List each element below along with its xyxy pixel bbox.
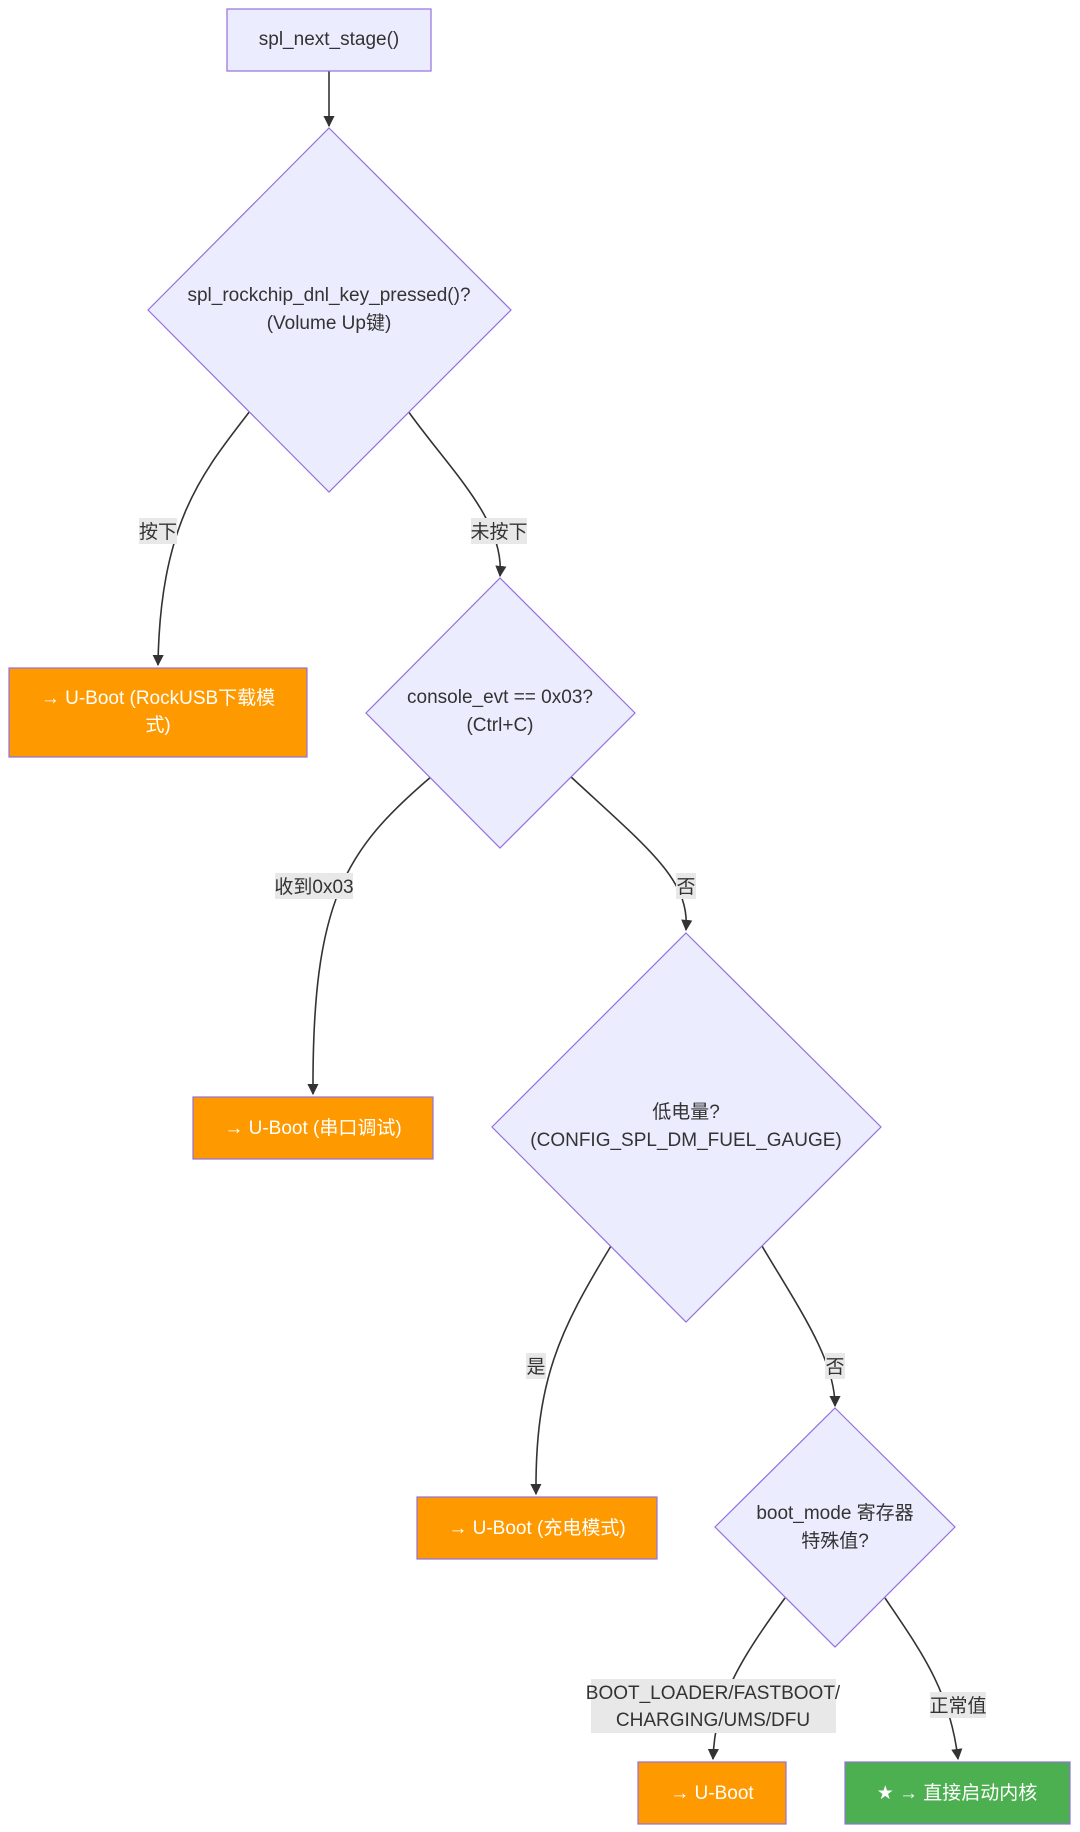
kernel-node-label: ★ → 直接启动内核 — [877, 1782, 1038, 1804]
console-check-label-line1: console_evt == 0x03? — [407, 687, 593, 708]
edge-label-special-value-line1: BOOT_LOADER/FASTBOOT/ — [586, 1683, 841, 1704]
edge-low-power-yes — [530, 1245, 612, 1496]
key-check-diamond — [147, 127, 512, 493]
start-node-label: spl_next_stage() — [259, 29, 399, 50]
low-power-check-diamond — [491, 932, 882, 1323]
edge-label-low-no-text: 否 — [825, 1357, 844, 1378]
charging-node-label: → U-Boot (充电模式) — [448, 1517, 625, 1539]
boot-mode-check-label-line1: boot_mode 寄存器 — [756, 1502, 913, 1524]
edge-label-not-pressed: 未按下 — [470, 518, 528, 544]
low-power-check-decision: 低电量? (CONFIG_SPL_DM_FUEL_GAUGE) — [491, 932, 882, 1323]
edge-label-not-pressed-bg — [471, 518, 527, 544]
edge-label-low-yes-bg — [526, 1353, 546, 1379]
uboot-node-label: → U-Boot — [670, 1783, 754, 1804]
serial-debug-node: → U-Boot (串口调试) — [192, 1096, 434, 1160]
boot-mode-check-label-line2: 特殊值? — [801, 1530, 869, 1552]
boot-mode-check-decision: boot_mode 寄存器 特殊值? — [714, 1407, 956, 1648]
edge-console-no — [569, 775, 693, 932]
edge-label-console-no-text: 否 — [676, 877, 695, 898]
edge-label-normal-value-bg — [930, 1692, 986, 1718]
low-power-check-label-line2: (CONFIG_SPL_DM_FUEL_GAUGE) — [530, 1130, 841, 1151]
edge-console-got-0x03 — [307, 775, 433, 1096]
low-power-check-label-line1: 低电量? — [652, 1101, 720, 1123]
edge-boot-mode-special — [707, 1597, 786, 1761]
uboot-node: → U-Boot — [637, 1761, 787, 1825]
edge-label-got-0x03-text: 收到0x03 — [274, 876, 353, 898]
start-node-box — [226, 8, 432, 72]
edge-key-not-pressed — [407, 410, 507, 578]
edge-label-low-no: 否 — [825, 1353, 845, 1379]
edge-label-pressed: 按下 — [139, 518, 177, 544]
start-node: spl_next_stage() — [226, 8, 432, 72]
edge-label-special-value: BOOT_LOADER/FASTBOOT/ CHARGING/UMS/DFU — [586, 1679, 841, 1733]
rockusb-node-box — [8, 667, 308, 758]
edge-label-got-0x03-bg — [275, 873, 353, 899]
console-check-decision: console_evt == 0x03? (Ctrl+C) — [365, 577, 636, 849]
edge-label-low-no-bg — [825, 1353, 845, 1379]
serial-debug-node-box — [192, 1096, 434, 1160]
rockusb-node: → U-Boot (RockUSB下载模 式) — [8, 667, 308, 758]
edge-label-normal-value-text: 正常值 — [929, 1695, 986, 1717]
edge-key-pressed — [152, 410, 251, 667]
edge-label-not-pressed-text: 未按下 — [470, 521, 527, 543]
console-check-diamond — [365, 577, 636, 849]
key-check-label-line2: (Volume Up键) — [267, 312, 392, 334]
rockusb-node-label-line1: → U-Boot (RockUSB下载模 — [41, 687, 275, 709]
edge-label-special-value-bg — [591, 1679, 836, 1733]
kernel-node: ★ → 直接启动内核 — [844, 1761, 1071, 1825]
console-check-label-line2: (Ctrl+C) — [466, 715, 533, 736]
edge-label-pressed-text: 按下 — [139, 521, 177, 543]
edge-label-console-no-bg — [676, 873, 696, 899]
rockusb-node-label-line2: 式) — [145, 714, 170, 736]
kernel-node-box — [844, 1761, 1071, 1825]
edge-label-low-yes-text: 是 — [526, 1357, 545, 1378]
edge-label-low-yes: 是 — [526, 1353, 546, 1379]
charging-node-box — [416, 1496, 658, 1560]
edge-low-power-no — [761, 1245, 841, 1408]
edge-label-pressed-bg — [139, 518, 177, 544]
key-check-label-line1: spl_rockchip_dnl_key_pressed()? — [187, 285, 470, 306]
edge-label-normal-value: 正常值 — [929, 1692, 987, 1718]
boot-mode-check-diamond — [714, 1407, 956, 1648]
serial-debug-node-label: → U-Boot (串口调试) — [224, 1117, 401, 1139]
key-check-decision: spl_rockchip_dnl_key_pressed()? (Volume … — [147, 127, 512, 493]
charging-node: → U-Boot (充电模式) — [416, 1496, 658, 1560]
edge-label-console-no: 否 — [676, 873, 696, 899]
edge-boot-mode-normal — [884, 1597, 963, 1761]
edge-label-got-0x03: 收到0x03 — [274, 873, 354, 899]
edge-label-special-value-line2: CHARGING/UMS/DFU — [616, 1710, 810, 1731]
uboot-node-box — [637, 1761, 787, 1825]
